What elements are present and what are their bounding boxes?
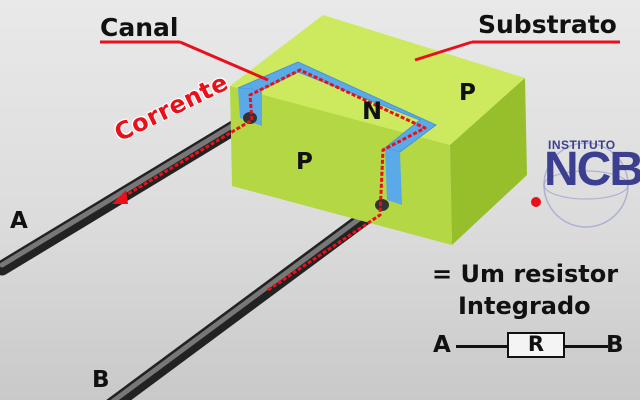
logo-globe-icon [531, 142, 629, 228]
current-path [117, 68, 427, 292]
terminal-b-label: B [92, 367, 110, 393]
substrate-block [230, 15, 527, 245]
logo-main-text: NCB [544, 143, 640, 196]
canal-label: Canal [100, 13, 179, 42]
socket-a [243, 112, 257, 124]
substrato-label: Substrato [478, 10, 617, 39]
p-region-front-label: P [296, 149, 313, 175]
instituto-ncb-logo: INSTITUTO NCB [526, 138, 640, 238]
resistor-terminal-a: A [433, 332, 451, 358]
substrate-top-face [230, 15, 525, 145]
n-channel-front-right [385, 148, 402, 205]
equivalent-line1: = Um resistor [432, 260, 619, 288]
terminal-a-label: A [10, 208, 28, 234]
resistor-wire-a [456, 345, 508, 348]
equivalent-line2: Integrado [458, 292, 591, 320]
terminal-lead-b [106, 197, 390, 400]
substrate-front-face [230, 86, 452, 245]
canal-pointer [179, 40, 269, 82]
n-region-label: N [362, 97, 383, 125]
p-region-top-label: P [459, 80, 476, 106]
current-arrow-icon [112, 190, 128, 204]
logo-top-text: INSTITUTO [548, 138, 616, 152]
substrato-pointer [414, 40, 473, 62]
resistor-symbol: R [507, 332, 565, 358]
resistor-wire-b [564, 345, 608, 348]
substrate-right-face [450, 78, 527, 245]
socket-b [375, 199, 389, 211]
resistor-terminal-b: B [606, 332, 624, 358]
